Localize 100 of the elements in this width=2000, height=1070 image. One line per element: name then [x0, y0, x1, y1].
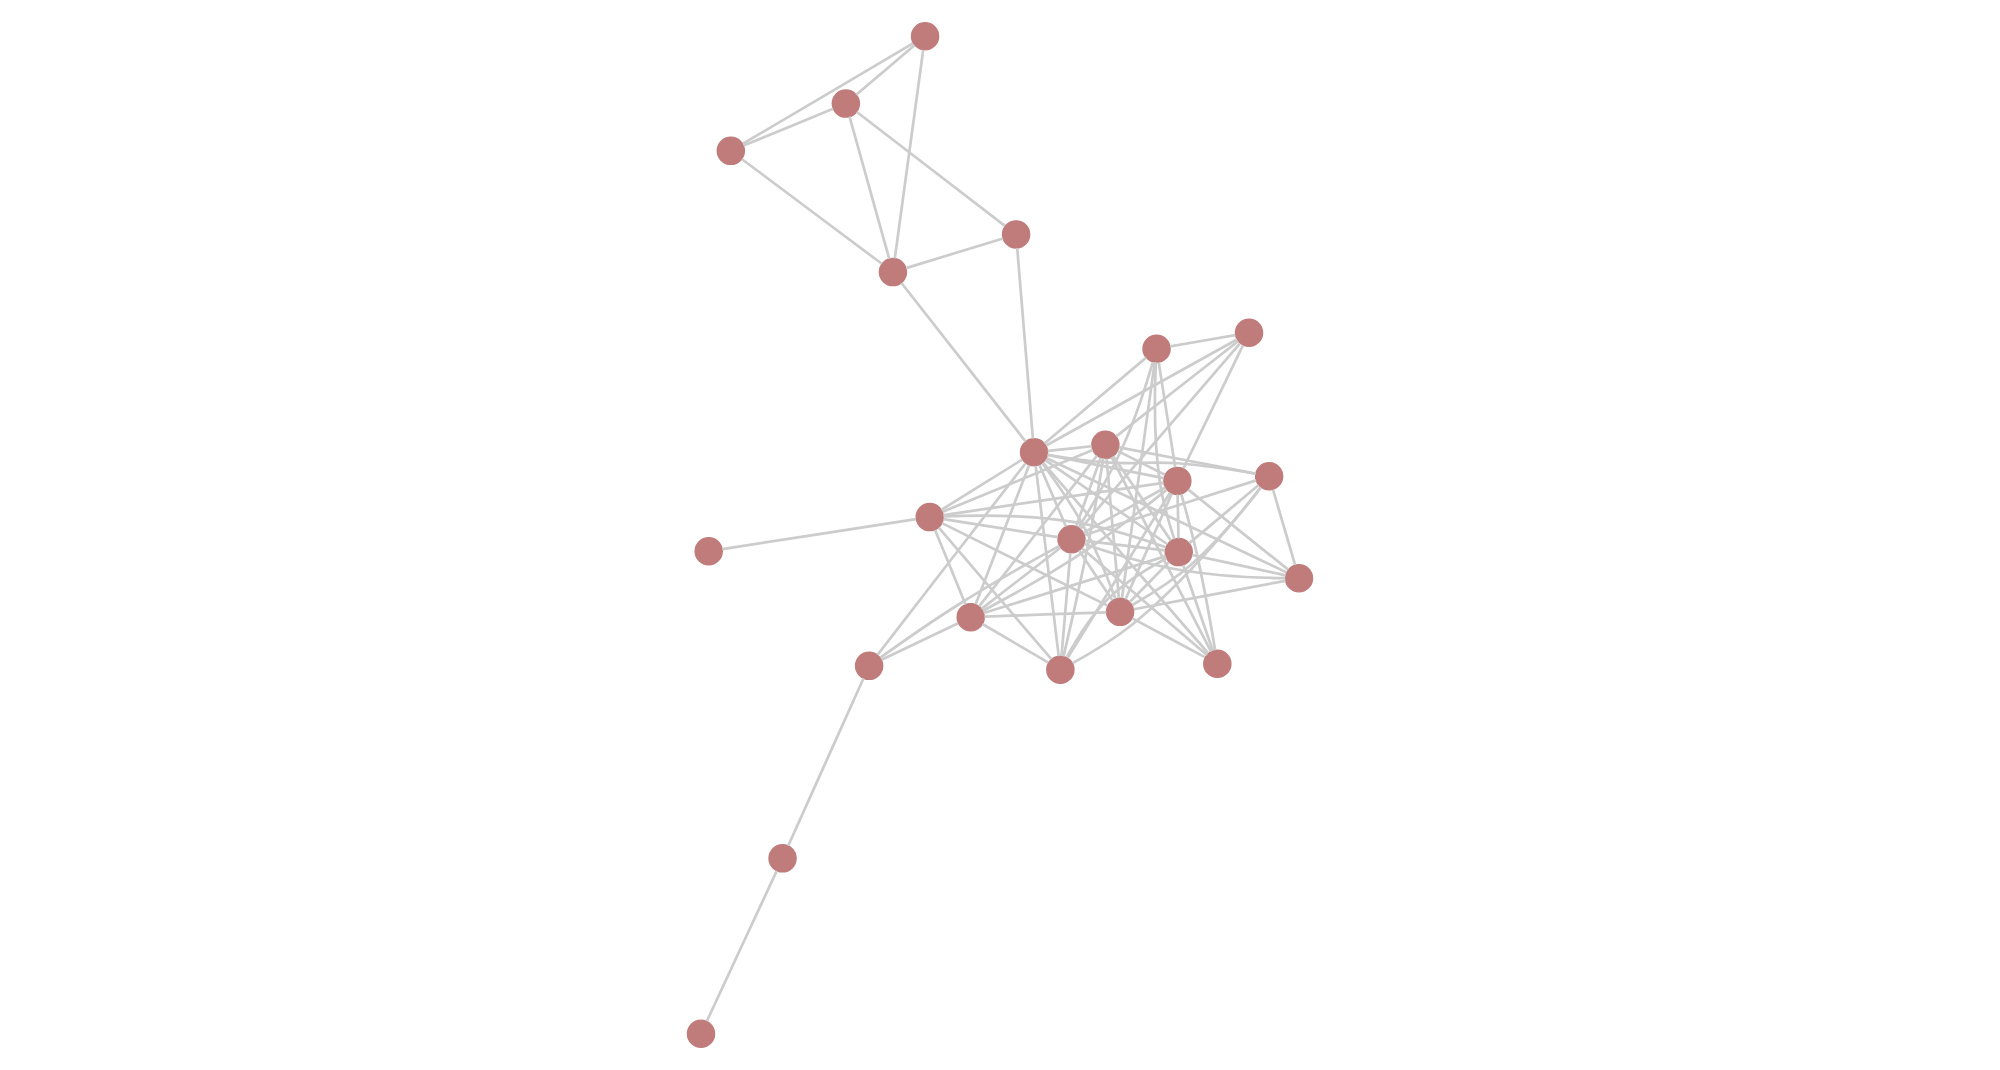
connector — [1044, 458, 1169, 546]
connector — [943, 517, 1059, 539]
connector — [983, 554, 1167, 615]
connector — [1120, 362, 1156, 599]
node-circle — [831, 89, 861, 118]
node-circle — [1203, 649, 1232, 679]
connector — [1169, 333, 1236, 348]
connector — [1115, 340, 1239, 438]
connector — [937, 526, 1053, 661]
connector — [1191, 553, 1286, 577]
connector — [1153, 362, 1176, 540]
connector — [905, 237, 1004, 270]
connector — [1084, 479, 1257, 537]
connector — [1047, 453, 1256, 476]
connector — [1182, 344, 1245, 469]
connector — [1034, 465, 1061, 657]
node-circle — [686, 1019, 716, 1048]
connector — [1082, 486, 1166, 534]
connector — [1072, 486, 1262, 665]
node-circle — [1057, 525, 1086, 554]
node-circle — [768, 844, 797, 873]
connector — [1081, 547, 1208, 656]
connector — [848, 116, 891, 260]
connector — [981, 622, 1050, 664]
node-circle — [1001, 220, 1031, 249]
connector — [856, 110, 1006, 227]
connector — [742, 42, 914, 145]
node-circle — [878, 257, 908, 287]
connector — [1118, 446, 1256, 475]
connector — [1084, 539, 1166, 552]
connector — [1188, 484, 1260, 545]
connector — [876, 462, 1027, 656]
connector — [974, 464, 1031, 605]
connector — [743, 107, 834, 147]
connector — [982, 488, 1168, 612]
connector — [1084, 542, 1286, 580]
connector — [1105, 458, 1121, 599]
connector — [1060, 553, 1072, 656]
connector — [1112, 455, 1172, 542]
connector — [1074, 457, 1102, 527]
connector — [1043, 356, 1147, 445]
connector — [1046, 457, 1288, 574]
connector — [1133, 579, 1286, 611]
connector — [1041, 462, 1117, 600]
node-circle — [1142, 334, 1171, 364]
connector — [978, 454, 1099, 608]
node-circle — [716, 136, 746, 166]
connector — [722, 517, 917, 551]
connector — [879, 544, 1061, 659]
connector — [1066, 492, 1172, 659]
connector — [900, 282, 1027, 443]
connector — [943, 481, 1164, 517]
connector — [1065, 557, 1168, 658]
node-circle — [1046, 655, 1075, 684]
connector — [1062, 458, 1105, 657]
node-circle — [1019, 438, 1049, 467]
connector — [1015, 247, 1035, 439]
connector — [741, 158, 883, 265]
connector — [1180, 494, 1217, 651]
connector — [1077, 549, 1114, 602]
connector — [933, 529, 967, 605]
connector — [1131, 617, 1206, 659]
connector — [942, 448, 1094, 513]
connector — [787, 677, 865, 847]
connector — [705, 870, 778, 1022]
connector — [941, 521, 1109, 607]
connector — [881, 621, 959, 662]
node-circle — [854, 651, 884, 681]
connector — [943, 514, 1167, 549]
connector — [1042, 461, 1209, 654]
connector — [1077, 361, 1155, 528]
connector — [984, 610, 1107, 618]
connector — [1128, 561, 1170, 603]
connector — [1047, 453, 1164, 480]
connector — [1157, 362, 1177, 468]
node-circle — [1234, 318, 1264, 348]
connector — [1187, 488, 1290, 571]
node-circle — [915, 502, 944, 532]
node-circle — [910, 22, 940, 51]
connector — [893, 49, 925, 259]
connector — [1047, 444, 1092, 453]
node-circle — [1284, 564, 1314, 593]
connector — [1079, 342, 1241, 530]
node-circle — [956, 602, 985, 632]
connector — [1181, 564, 1215, 651]
connector — [1117, 449, 1166, 476]
connector — [1045, 338, 1238, 447]
node-circle — [1091, 430, 1120, 460]
connector — [1038, 464, 1068, 527]
node-circle — [1164, 537, 1193, 567]
node-circle — [694, 536, 723, 566]
connector — [855, 44, 916, 96]
connector — [1176, 494, 1180, 539]
node-circle — [1163, 466, 1192, 496]
node-circle — [1254, 462, 1284, 491]
connector — [940, 458, 1023, 511]
connector — [1131, 486, 1262, 607]
connector — [1124, 493, 1174, 600]
node-circle — [1105, 597, 1135, 627]
connector — [1271, 489, 1297, 566]
